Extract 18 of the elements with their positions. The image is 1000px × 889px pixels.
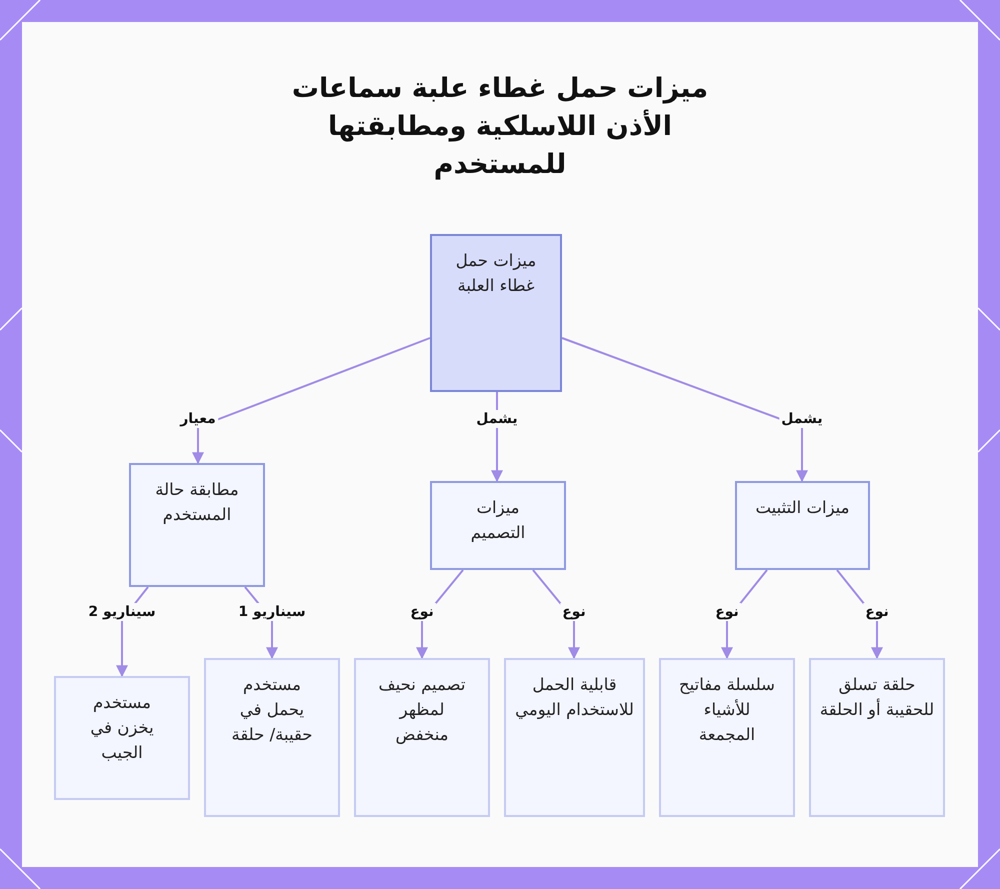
process-box: مستخدم يحمل في حقيبة/ حلقة bbox=[204, 658, 340, 817]
process-box: سلسلة مفاتيح للأشياء المجمعة bbox=[659, 658, 795, 817]
edge-label: نوع bbox=[560, 603, 588, 621]
edge-label: يشمل bbox=[474, 410, 520, 428]
arrow bbox=[192, 337, 430, 464]
edge-label: نوع bbox=[863, 603, 891, 621]
process-box: ميزات التثبيت bbox=[735, 481, 870, 570]
edge-label: معيار bbox=[178, 410, 218, 428]
process-box: تصميم نحيف لمظهر منخفض bbox=[354, 658, 490, 817]
title: ميزات حمل غطاء علبة سماعات الأذن اللاسلكية ومطابقتها للمستخدم bbox=[290, 72, 710, 182]
arrow bbox=[562, 337, 808, 482]
process-box: مستخدم يخزن في الجيب bbox=[54, 676, 190, 800]
process-box: مطابقة حالة المستخدم bbox=[129, 463, 265, 587]
process-box: ميزات التصميم bbox=[430, 481, 566, 570]
process-box: قابلية الحمل للاستخدام اليومي bbox=[504, 658, 645, 817]
edge-label: يشمل bbox=[779, 410, 825, 428]
process-box: حلقة تسلق للحقيبة أو الحلقة bbox=[809, 658, 945, 817]
process-box: ميزات حمل غطاء العلبة bbox=[430, 234, 562, 392]
